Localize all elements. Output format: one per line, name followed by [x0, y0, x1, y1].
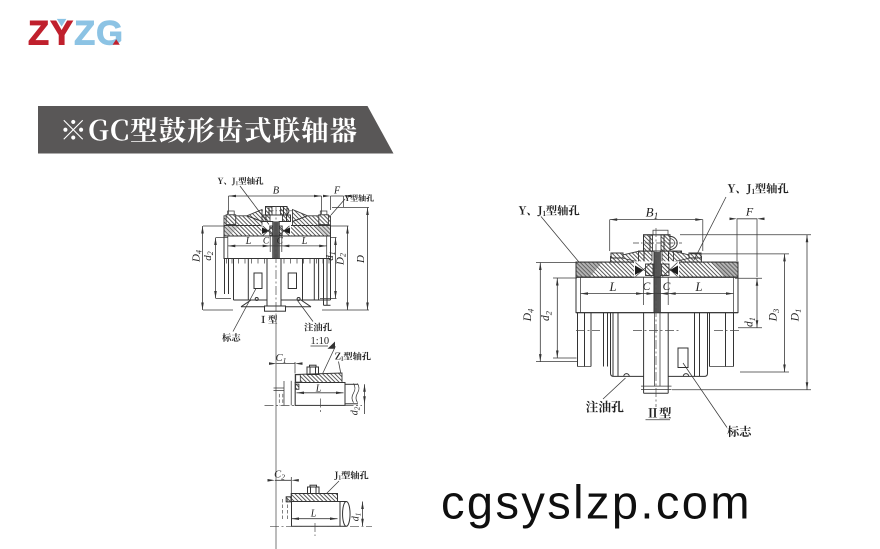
- svg-text:B: B: [273, 186, 280, 197]
- svg-text:d2: d2: [350, 406, 362, 415]
- svg-text:C2: C2: [274, 470, 285, 482]
- svg-text:L: L: [695, 280, 703, 294]
- svg-text:ZYZG: ZYZG: [28, 14, 124, 52]
- svg-text:L: L: [315, 383, 322, 394]
- svg-text:D: D: [355, 255, 367, 264]
- svg-text:B1: B1: [646, 205, 659, 223]
- svg-text:D4: D4: [191, 250, 204, 263]
- svg-text:d1: d1: [324, 251, 337, 261]
- svg-text:L: L: [245, 236, 252, 247]
- svg-text:d1: d1: [744, 317, 757, 327]
- svg-text:D1: D1: [790, 309, 803, 322]
- svg-text:C1: C1: [276, 353, 287, 365]
- svg-text:cgsyslzp.com: cgsyslzp.com: [441, 476, 752, 529]
- svg-text:L: L: [310, 509, 317, 520]
- svg-text:C: C: [277, 237, 284, 247]
- svg-text:d2: d2: [540, 311, 553, 321]
- svg-text:C: C: [263, 237, 270, 247]
- svg-text:L: L: [301, 236, 308, 247]
- svg-text:D3: D3: [768, 309, 781, 322]
- svg-text:C: C: [643, 281, 651, 293]
- svg-text:D4: D4: [522, 309, 535, 322]
- svg-text:1:10: 1:10: [311, 336, 330, 347]
- svg-text:C: C: [663, 281, 671, 293]
- svg-text:L: L: [609, 280, 617, 294]
- svg-text:d2: d2: [202, 251, 215, 261]
- svg-text:F: F: [745, 205, 754, 219]
- svg-text:F: F: [333, 186, 341, 197]
- svg-text:d1: d1: [351, 513, 363, 522]
- svg-text:D2: D2: [335, 253, 348, 266]
